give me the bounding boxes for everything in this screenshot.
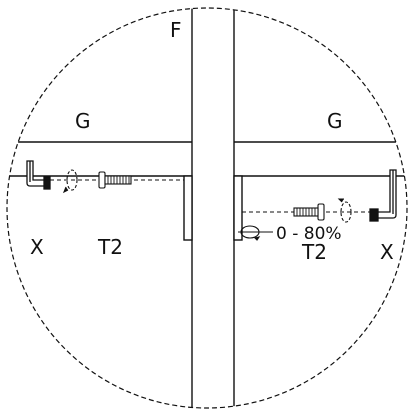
- rotate-clockwise-icon: [337, 198, 352, 223]
- right-tool-label: X: [380, 240, 394, 264]
- frame-label: F: [170, 18, 182, 42]
- torque-rotation-icon: [238, 225, 273, 241]
- right-screw-label: T2: [301, 240, 327, 264]
- left-tool-label: X: [30, 235, 44, 259]
- frame-f: [191, 8, 235, 408]
- right-panel-label: G: [327, 109, 343, 133]
- detail-circle: [6, 7, 408, 409]
- torque-label: 0 - 80%: [276, 224, 342, 244]
- left-bracket: [183, 175, 193, 241]
- right-bracket: [233, 175, 243, 241]
- screw-icon: [293, 203, 325, 221]
- screw-icon: [98, 171, 132, 189]
- allen-key-icon: [369, 169, 397, 222]
- allen-key-icon: [26, 160, 51, 190]
- left-screw-label: T2: [97, 235, 123, 259]
- left-panel-label: G: [75, 109, 91, 133]
- rotate-clockwise-icon: [62, 169, 78, 194]
